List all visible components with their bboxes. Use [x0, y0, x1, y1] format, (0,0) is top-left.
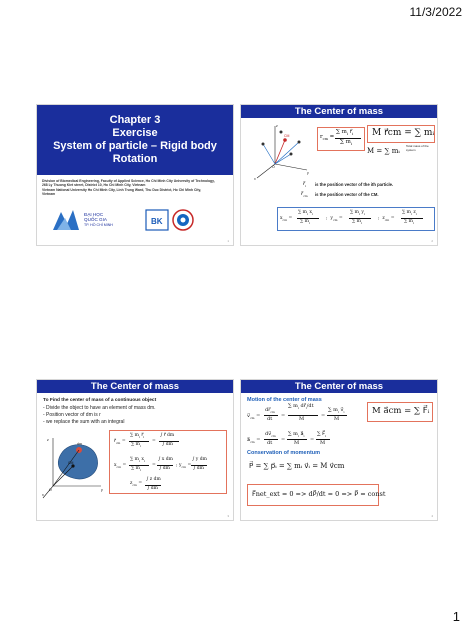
- title-line-3: System of particle – Rigid body: [53, 140, 217, 152]
- momentum-formula: P⃗ = ∑ p⃗ᵢ = ∑ mᵢ v⃗ᵢ = M v⃗cm: [249, 462, 345, 470]
- newton-cm-formula-box: M a⃗cm = ∑ F⃗ᵢ: [367, 402, 433, 422]
- integral-formula-box: r⃗cm = ∑ mi r⃗i ∑ mi = ∫ r⃗ dm ∫ dm xcm …: [109, 430, 227, 494]
- cm-label: CM: [284, 134, 290, 138]
- conservation-formula-box: F⃗net_ext = 0 => dP⃗/dt = 0 => P⃗ = cons…: [247, 484, 385, 506]
- title-line-2: Exercise: [112, 127, 158, 139]
- affiliation-line: 268 Ly Thuong Kiet street, District 10, …: [42, 183, 146, 188]
- affiliation-text: Division of Biomedical Engineering, Facu…: [42, 179, 228, 197]
- ri-symbol: r⃗i: [303, 181, 307, 188]
- y-axis-label: y: [307, 171, 309, 175]
- y-axis-label: y: [101, 488, 103, 492]
- bullet-2: - Position vector of dm is r: [43, 412, 101, 418]
- rcm-note: is the position vector of the CM.: [315, 192, 379, 197]
- bk-logo: BK: [145, 209, 169, 231]
- slide-continuous-object: The Center of mass To Find the center of…: [37, 380, 233, 520]
- vnu-logo-line-2: QUỐC GIA: [84, 216, 108, 222]
- rcm-formula-box: rcm = ∑ mi r⃗i ∑ mi: [317, 127, 365, 151]
- title-line-1: Chapter 3: [109, 114, 161, 126]
- slide-title: The Center of mass: [241, 380, 437, 393]
- moment-formula-box: M r⃗cm = ∑ mᵢ r⃗ᵢ: [367, 125, 437, 143]
- dm-label: dm: [77, 442, 82, 446]
- total-mass-note: Total mass of the system: [406, 144, 429, 152]
- slide-title: The Center of mass: [37, 380, 233, 393]
- slide-number: 4: [431, 514, 433, 518]
- origin-label: O: [272, 165, 275, 169]
- moment-formula: M r⃗cm = ∑ mᵢ r⃗ᵢ: [372, 128, 437, 138]
- z-axis-label: z: [276, 124, 278, 128]
- faculty-logo: [172, 209, 194, 231]
- components-formula-box: xcm = ∑ mi xi ∑ mi ; ycm = ∑ mi yi ∑ mi …: [277, 207, 435, 231]
- slide-number: 3: [227, 514, 229, 518]
- slide-center-of-mass-definition: The Center of mass CM O y x z rcm = ∑ mi…: [241, 105, 437, 245]
- total-mass-formula: M = ∑ mᵢ: [367, 147, 400, 155]
- vnu-logo-line-3: TP. HỒ CHÍ MINH: [84, 222, 113, 227]
- x-axis-label: x: [254, 177, 256, 181]
- slide-title: The Center of mass: [241, 105, 437, 118]
- page-date: 11/3/2022: [409, 5, 463, 19]
- motion-heading: Motion of the center of mass: [247, 397, 322, 403]
- bullet-3: - we replace the sum with an integral: [43, 419, 125, 425]
- vcm-formula: v⃗cm =: [247, 413, 261, 420]
- bk-logo-text: BK: [151, 217, 163, 226]
- intro-text: To Find the center of mass of a continuo…: [43, 398, 157, 403]
- slide-number: 2: [431, 239, 433, 243]
- slide-title: Chapter 3 Exercise System of particle – …: [37, 105, 233, 245]
- affiliation-line: Vietnam: [42, 192, 56, 197]
- origin-label: O: [49, 488, 52, 492]
- particles-diagram: CM O y x z: [254, 124, 309, 181]
- z-axis-label: z: [47, 438, 49, 442]
- vnu-logo-line-1: ĐẠI HỌC: [84, 212, 104, 217]
- acm-formula: a⃗cm =: [247, 437, 261, 444]
- title-banner: Chapter 3 Exercise System of particle – …: [37, 105, 233, 175]
- page-number: 1: [452, 609, 460, 624]
- momentum-heading: Conservation of momentum: [247, 450, 321, 456]
- conservation-formula: F⃗net_ext = 0 => dP⃗/dt = 0 => P⃗ = cons…: [252, 490, 386, 498]
- continuous-body-diagram: dm CM O y x z: [42, 438, 103, 499]
- affiliation-line: Vietnam National University Ho Chi Minh …: [42, 187, 202, 192]
- university-logos: ĐẠI HỌC QUỐC GIA TP. HỒ CHÍ MINH BK: [53, 209, 194, 231]
- cm-label: CM: [68, 461, 74, 465]
- bullet-1: - Divide the object to have an element o…: [43, 405, 156, 411]
- vnu-logo: [53, 210, 79, 230]
- rcm-symbol: r⃗cm: [301, 191, 308, 198]
- affiliation-line: Division of Biomedical Engineering, Facu…: [42, 179, 215, 183]
- x-axis-label: x: [42, 493, 44, 497]
- ri-note: is the position vector of the ith partic…: [315, 182, 394, 187]
- slide-motion-of-center-of-mass: The Center of mass Motion of the center …: [241, 380, 437, 520]
- newton-cm-formula: M a⃗cm = ∑ F⃗ᵢ: [372, 406, 430, 416]
- title-line-4: Rotation: [112, 153, 158, 165]
- slide-number: 1: [227, 239, 229, 243]
